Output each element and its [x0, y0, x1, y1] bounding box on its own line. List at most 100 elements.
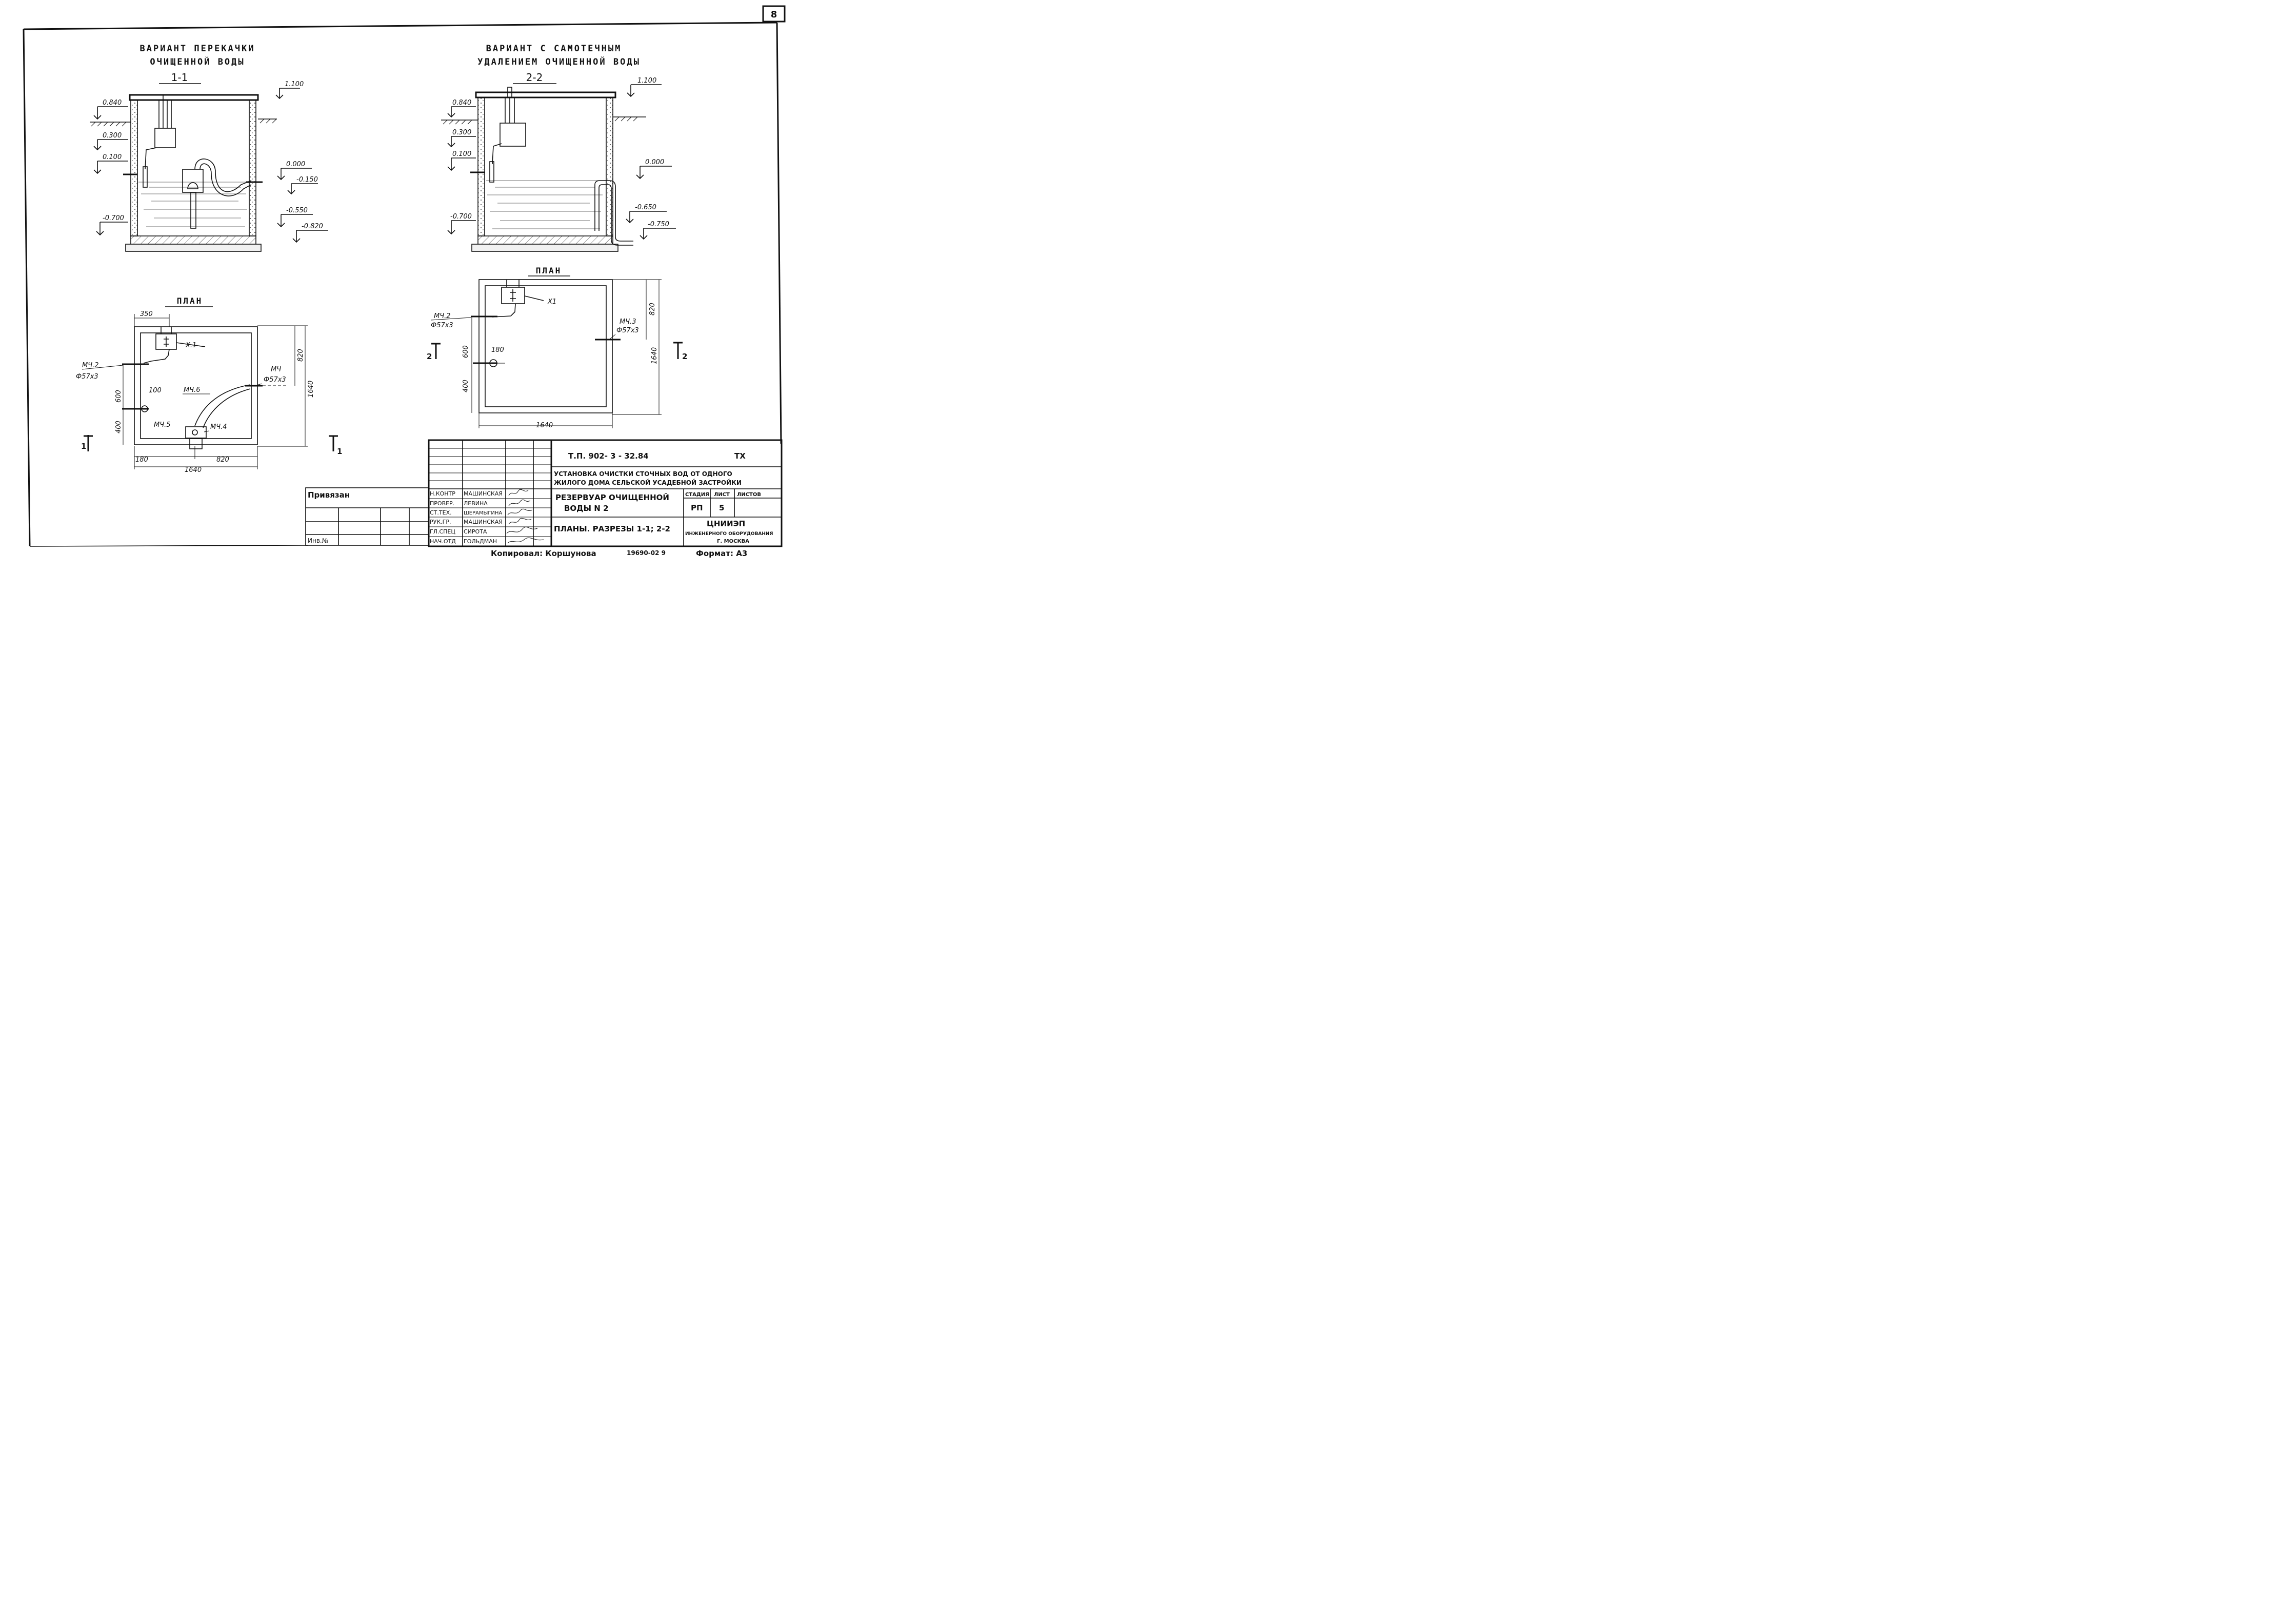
plan-left-marks: X.1 МЧ.2 Ф57х3 МЧ Ф57х3 МЧ.6 МЧ.5 МЧ.4	[76, 342, 286, 432]
plan-left	[122, 326, 287, 449]
elev-label: 0.840	[452, 99, 471, 107]
copied-by: Копировал: Коршунова	[491, 549, 596, 558]
dim-label: 100	[149, 387, 162, 394]
dim-label: 350	[140, 310, 153, 318]
elevations-left: 1.100 0.840 0.300 0.100 0.000 -0.150 -0.…	[93, 81, 328, 243]
bound-label: Привязан	[308, 490, 350, 500]
elev-label: 0.000	[645, 159, 664, 166]
elev-marker: -0.650	[626, 204, 667, 224]
control-box-left	[123, 95, 176, 188]
gravity-outlet-right	[594, 180, 633, 246]
dim-label: 400	[115, 421, 123, 433]
project-code: Т.П. 902- 3 - 32.84	[568, 451, 649, 461]
dim-label: 180	[491, 346, 504, 354]
elev-label: -0.700	[450, 213, 472, 221]
mark-m42-size-right: Ф57х3	[431, 322, 453, 329]
dim-label: 1640	[307, 381, 315, 398]
dim-label: 1640	[185, 466, 202, 474]
role-label: Н.КОНТР	[430, 490, 455, 497]
elev-marker: -0.700	[96, 214, 128, 236]
elev-marker: -0.150	[287, 176, 318, 195]
cut-label: 1	[337, 447, 342, 456]
section-label-1-1: 1-1	[171, 71, 188, 84]
elevations-right: 1.100 0.840 0.300 0.100 0.000 -0.700 -0.…	[447, 77, 676, 240]
elev-label: 0.840	[103, 99, 122, 107]
org-name: ЦНИИЭП	[707, 519, 745, 528]
person-name: СИРОТА	[464, 528, 487, 535]
drawing-sheet: 8 ВАРИАНТ ПЕРЕКАЧКИ ОЧИЩЕННОЙ ВОДЫ 1-1	[23, 5, 786, 558]
plan-right-dims: 820 1640 600 400 180 1640	[462, 279, 662, 429]
elev-label: 0.100	[452, 150, 471, 158]
mark-x1-left: X.1	[185, 342, 196, 349]
elev-marker: 0.100	[93, 153, 128, 174]
handwritten-signatures	[506, 489, 544, 544]
elev-label: -0.820	[302, 223, 323, 230]
elev-marker: 0.840	[447, 99, 476, 118]
elev-marker: 0.300	[93, 132, 128, 151]
dim-label: 1640	[536, 422, 553, 429]
plan-left-box	[143, 327, 206, 364]
dim-label: 600	[115, 390, 123, 403]
role-label: ПРОВЕР.	[430, 500, 454, 507]
plan-title-right: ПЛАН	[536, 266, 562, 275]
plan-right	[471, 279, 621, 413]
elev-marker: -0.700	[447, 213, 476, 235]
elev-marker: 1.100	[627, 77, 662, 97]
tank-section-1-1	[123, 94, 263, 252]
project-title-line1: УСТАНОВКА ОЧИСТКИ СТОЧНЫХ ВОД ОТ ОДНОГО	[554, 470, 732, 478]
org-dept: ИНЖЕНЕРНОГО ОБОРУДОВАНИЯ	[685, 531, 773, 537]
drawing-name-line2: ВОДЫ N 2	[564, 504, 609, 513]
elev-marker: 1.100	[275, 81, 304, 100]
plan-right-box	[492, 280, 544, 318]
section-label-2-2: 2-2	[526, 71, 543, 84]
elev-label: -0.550	[286, 207, 308, 214]
dim-label: 600	[462, 345, 470, 358]
control-box-right	[470, 87, 526, 183]
elev-marker: -0.550	[277, 207, 313, 228]
cut-label: 1	[81, 442, 86, 451]
dim-label: 180	[135, 456, 148, 464]
sheet-value: 5	[719, 503, 724, 512]
plan-right-marks: X1 МЧ.2 Ф57х3 МЧ.3 Ф57х3	[430, 298, 639, 340]
right-title-line2: УДАЛЕНИЕМ ОЧИЩЕННОЙ ВОДЫ	[477, 56, 641, 67]
elev-marker: -0.750	[640, 221, 676, 240]
elev-label: 0.000	[286, 161, 305, 168]
drawing-name-line1: РЕЗЕРВУАР ОЧИЩЕННОЙ	[555, 492, 669, 502]
elev-marker: 0.300	[447, 129, 476, 148]
role-label: РУК.ГР.	[430, 519, 451, 525]
mark-m42-left: МЧ.2	[82, 362, 99, 369]
mark-m42-size-left: Ф57х3	[76, 373, 98, 381]
elev-label: 1.100	[285, 81, 304, 88]
sheet-number: 8	[771, 9, 777, 20]
person-name: МАШИНСКАЯ	[464, 490, 503, 497]
sheet-title: ПЛАНЫ. РАЗРЕЗЫ 1-1; 2-2	[554, 524, 670, 533]
signature-rows: Н.КОНТР МАШИНСКАЯ ПРОВЕР. ЛЕВИНА СТ.ТЕХ.…	[430, 490, 503, 545]
dim-label: 400	[462, 380, 470, 392]
left-variant-title: ВАРИАНТ ПЕРЕКАЧКИ ОЧИЩЕННОЙ ВОДЫ	[140, 44, 255, 67]
plan-title-left: ПЛАН	[177, 296, 203, 306]
ground-right	[441, 116, 646, 125]
dim-label: 820	[216, 456, 229, 464]
left-title-line2: ОЧИЩЕННОЙ ВОДЫ	[150, 56, 245, 67]
left-title-line1: ВАРИАНТ ПЕРЕКАЧКИ	[140, 44, 255, 54]
dim-label: 820	[297, 349, 305, 362]
mark-x1-right: X1	[547, 298, 556, 306]
binding-block: Привязан Инв.№	[305, 487, 429, 546]
mark-m43-right: МЧ.3	[620, 318, 636, 326]
col-sheet: ЛИСТ	[714, 492, 730, 498]
elev-marker: 0.000	[277, 161, 312, 181]
footer: Копировал: Коршунова 19690-02 9 Формат: …	[491, 549, 747, 558]
col-sheets: ЛИСТОВ	[737, 492, 761, 498]
dim-label: 820	[649, 303, 656, 315]
cut-markers-left: 1 1	[81, 435, 342, 456]
elev-marker: -0.820	[292, 223, 328, 243]
mark-m44-left: МЧ.4	[210, 423, 227, 431]
dim-label: 1640	[651, 347, 658, 364]
elev-label: 0.100	[103, 153, 122, 161]
cut-label: 2	[427, 352, 432, 361]
elev-label: -0.650	[635, 204, 656, 211]
role-label: ГЛ.СПЕЦ	[430, 528, 455, 535]
elev-label: 1.100	[637, 77, 656, 85]
elev-label: 0.300	[103, 132, 122, 140]
title-block: Т.П. 902- 3 - 32.84 ТХ УСТАНОВКА ОЧИСТКИ…	[428, 439, 783, 547]
